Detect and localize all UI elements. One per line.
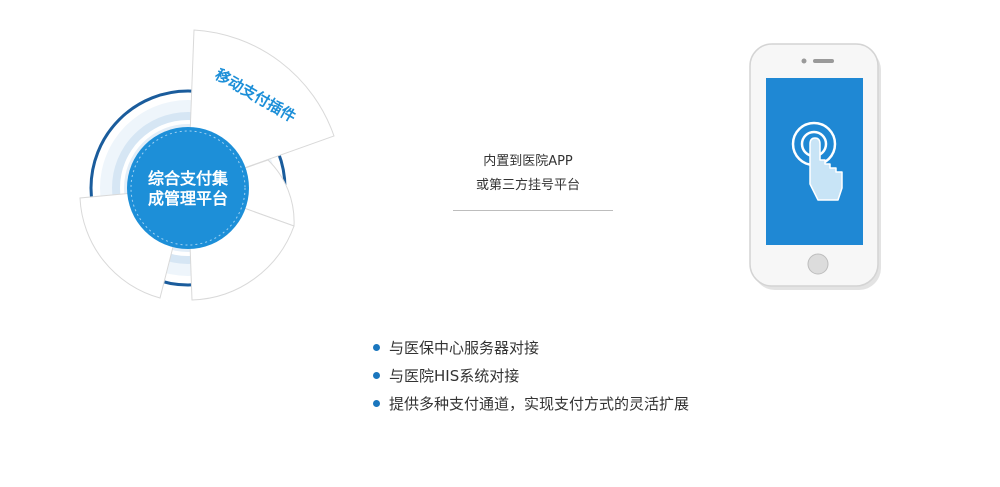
- feature-text: 提供多种支付通道，实现支付方式的灵活扩展: [389, 395, 690, 413]
- bullet-icon: [373, 372, 380, 379]
- bullet-icon: [373, 344, 380, 351]
- center-label-line1: 综合支付集: [148, 169, 229, 188]
- phone-speaker: [813, 59, 834, 63]
- center-circle: [127, 127, 249, 249]
- caption-line-2: 或第三方挂号平台: [475, 178, 580, 193]
- feature-item: 与医院HIS系统对接: [372, 362, 689, 390]
- smartphone-icon: [749, 43, 881, 290]
- home-button: [807, 253, 829, 275]
- caption-line-1: 内置到医院APP: [483, 154, 573, 169]
- center-label-line2: 成管理平台: [148, 189, 228, 208]
- center-dashed-ring: [130, 130, 246, 246]
- feature-text: 与医院HIS系统对接: [389, 367, 520, 385]
- hand-tap-icon: [791, 121, 843, 201]
- feature-item: 提供多种支付通道，实现支付方式的灵活扩展: [372, 390, 689, 418]
- hub-diagram: 综合支付集 成管理平台 移动支付插件: [79, 29, 335, 301]
- bullet-icon: [373, 400, 380, 407]
- feature-text: 与医保中心服务器对接: [389, 339, 540, 357]
- feature-list: 与医保中心服务器对接 与医院HIS系统对接 提供多种支付通道，实现支付方式的灵活…: [372, 334, 689, 418]
- feature-item: 与医保中心服务器对接: [372, 334, 689, 362]
- connection-caption: 内置到医院APP 或第三方挂号平台: [440, 150, 616, 198]
- phone-camera: [801, 58, 807, 64]
- caption-divider: [453, 210, 613, 211]
